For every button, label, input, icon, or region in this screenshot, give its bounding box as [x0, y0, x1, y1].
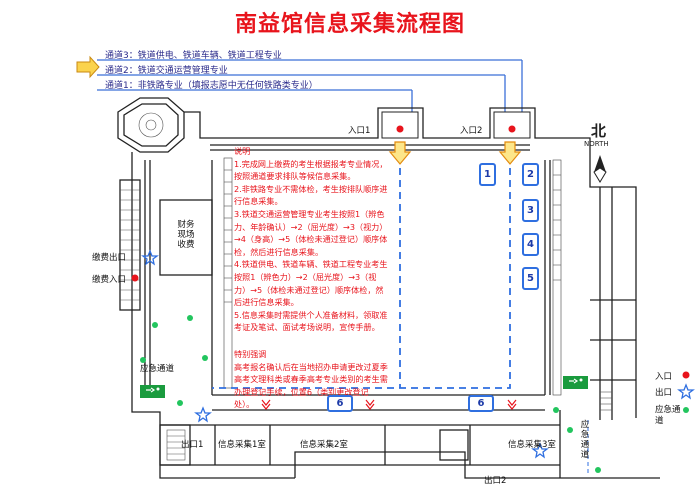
station-2: 2 — [522, 163, 539, 186]
room-3-label: 信息采集3室 — [508, 440, 556, 450]
instructions-notes: 说明 1.完成网上缴费的考生根据报考专业情况，按照通道要求排队等候信息采集。 2… — [234, 145, 388, 411]
finance-line-1: 财务 — [177, 220, 195, 230]
exit-2-label: 出口2 — [484, 476, 507, 486]
station-6-left: 6 — [327, 395, 353, 412]
legend-emergency: 应急通道 — [655, 405, 681, 426]
channel-3-label: 通道3：铁道供电、铁道车辆、铁道工程专业 — [105, 51, 282, 61]
station-6-right: 6 — [468, 395, 494, 412]
north-en: NORTH — [584, 140, 609, 148]
station-1: 1 — [479, 163, 496, 186]
note-5: 5.信息采集时需提供个人准备材料，领取准考证及笔试、面试考场说明，宣传手册。 — [234, 309, 388, 333]
finance-line-3: 收费 — [177, 240, 195, 250]
finance-line-2: 现场 — [177, 230, 195, 240]
finance-label: 财务 现场 收费 — [170, 220, 202, 250]
emergency-left-label: 应急通道 — [140, 364, 175, 374]
north-cn: 北 — [591, 122, 607, 140]
emergency-right-label: 应急通道 — [580, 420, 590, 460]
exit-1-label: 出口1 — [181, 440, 204, 450]
station-3: 3 — [522, 199, 539, 222]
note-2: 2.非铁路专业不需体检，考生按排队顺序进行信息采集。 — [234, 183, 388, 207]
channel-2-label: 通道2：铁道交通运营管理专业 — [105, 66, 228, 76]
notes-heading: 说明 — [234, 146, 251, 156]
entrance-1-label: 入口1 — [348, 126, 371, 136]
note-3: 3.铁道交通运营管理专业考生按照1（辨色力、年龄确认）→2（屈光度）→3（视力）… — [234, 208, 388, 257]
channel-1-label: 通道1：非铁路专业（填报志愿中无任何铁路类专业） — [105, 81, 318, 91]
payment-entry-label: 缴费入口 — [92, 275, 127, 285]
entrance-2-label: 入口2 — [460, 126, 483, 136]
special-heading: 特别强调 — [234, 348, 267, 359]
note-1: 1.完成网上缴费的考生根据报考专业情况，按照通道要求排队等候信息采集。 — [234, 158, 388, 182]
room-2-label: 信息采集2室 — [300, 440, 348, 450]
station-5: 5 — [522, 267, 539, 290]
note-4: 4.铁道供电、铁道车辆、铁道工程专业考生按照1（辨色力）→2（屈光度）→3（视力… — [234, 259, 388, 308]
room-1-label: 信息采集1室 — [218, 440, 266, 450]
payment-exit-label: 缴费出口 — [92, 253, 127, 263]
legend-entrance: 入口 — [655, 372, 673, 382]
legend-exit: 出口 — [655, 388, 673, 398]
page-title: 南益馆信息采集流程图 — [234, 12, 465, 37]
special-note: 高考报名确认后在当地招办申请更改过夏季高考文理科类或春季高考专业类别的考生需办理… — [234, 361, 388, 410]
station-4: 4 — [522, 233, 539, 256]
